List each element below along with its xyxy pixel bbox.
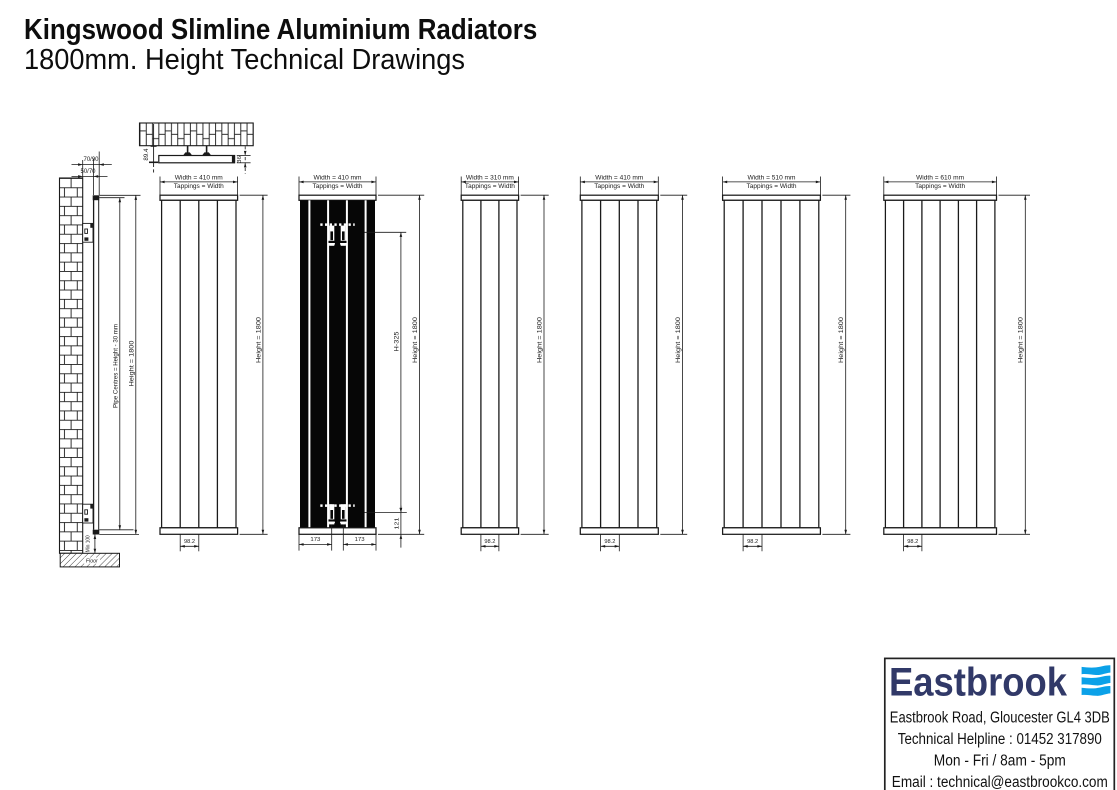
svg-text:98.2: 98.2 (907, 539, 918, 545)
svg-text:Height = 1800: Height = 1800 (129, 340, 135, 387)
svg-text:H-325: H-325 (394, 331, 400, 352)
svg-text:98.2: 98.2 (184, 539, 195, 545)
svg-text:Width = 410 mm: Width = 410 mm (314, 175, 362, 182)
svg-text:Height = 1800: Height = 1800 (256, 316, 262, 363)
svg-text:Min 100: Min 100 (85, 535, 91, 552)
svg-text:Floor: Floor (86, 558, 98, 564)
svg-text:Width = 410 mm: Width = 410 mm (175, 175, 223, 182)
svg-text:Height = 1800: Height = 1800 (537, 316, 543, 363)
svg-text:121: 121 (394, 518, 400, 530)
svg-text:Tappings = Width: Tappings = Width (174, 183, 225, 190)
svg-text:Tappings = Width: Tappings = Width (465, 183, 516, 190)
svg-text:98.2: 98.2 (604, 539, 615, 545)
svg-text:173: 173 (310, 537, 320, 543)
svg-text:Height = 1800: Height = 1800 (1019, 316, 1025, 363)
svg-text:Width = 410 mm: Width = 410 mm (595, 175, 643, 182)
svg-text:Eastbrook: Eastbrook (889, 661, 1068, 705)
svg-text:Height = 1800: Height = 1800 (839, 316, 845, 363)
svg-text:Width = 610 mm: Width = 610 mm (916, 175, 964, 182)
svg-text:Mon - Fri / 8am - 5pm: Mon - Fri / 8am - 5pm (934, 753, 1066, 770)
svg-text:Email : technical@eastbrookco.: Email : technical@eastbrookco.com (892, 774, 1108, 790)
svg-text:Height = 1800: Height = 1800 (676, 316, 682, 363)
svg-text:70/90: 70/90 (83, 157, 99, 163)
svg-text:173: 173 (355, 537, 365, 543)
svg-text:98.2: 98.2 (484, 539, 495, 545)
svg-text:50/70: 50/70 (80, 169, 96, 175)
svg-text:Tappings = Width: Tappings = Width (594, 183, 645, 190)
svg-text:98.2: 98.2 (747, 539, 758, 545)
svg-text:Width = 310 mm: Width = 310 mm (466, 175, 514, 182)
svg-text:Tappings = Width: Tappings = Width (747, 183, 798, 190)
svg-text:Height = 1800: Height = 1800 (413, 316, 419, 363)
svg-text:36: 36 (237, 156, 243, 163)
svg-text:Width = 510 mm: Width = 510 mm (748, 175, 796, 182)
svg-text:Pipe Centres = Height - 30 mm: Pipe Centres = Height - 30 mm (114, 324, 120, 408)
svg-text:Tappings = Width: Tappings = Width (313, 183, 364, 190)
svg-text:Tappings = Width: Tappings = Width (915, 183, 966, 190)
svg-text:89.4: 89.4 (144, 148, 150, 161)
svg-text:Technical Helpline : 01452 317: Technical Helpline : 01452 317890 (898, 731, 1102, 748)
svg-text:Eastbrook Road, Gloucester GL4: Eastbrook Road, Gloucester GL4 3DB (890, 710, 1110, 727)
